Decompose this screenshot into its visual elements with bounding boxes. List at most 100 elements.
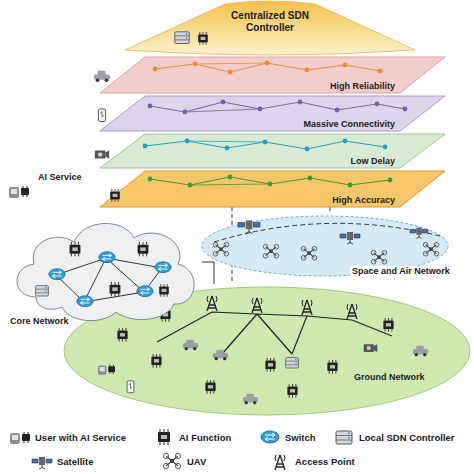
cloud-shape (6, 212, 202, 332)
legend-sample (268, 452, 292, 470)
camera-icon (364, 344, 378, 352)
chip-pin (168, 308, 169, 311)
tower-icon (347, 304, 357, 319)
chip-core (163, 313, 168, 316)
space-node: Space and Air Network (200, 214, 465, 280)
chip-body (265, 361, 275, 370)
uav-rotor (213, 251, 218, 256)
chip-pin (289, 395, 290, 398)
chip-core (208, 385, 213, 388)
switch-body (155, 262, 171, 273)
chip-core (113, 194, 118, 197)
device-body (98, 365, 107, 374)
car-wheel (245, 401, 248, 404)
slice-dot (343, 139, 348, 144)
chip-pin (111, 189, 112, 191)
chip-pin (122, 339, 123, 342)
chip-pin (164, 294, 165, 296)
switch-arrows (141, 288, 150, 295)
server-slots (336, 436, 352, 441)
chip-pin (292, 395, 293, 398)
chip-pin (118, 294, 119, 297)
slice-dot (258, 107, 263, 112)
car-wheel (96, 78, 100, 82)
chip-pin (28, 432, 29, 434)
slice-dot (388, 178, 393, 183)
network-link (330, 207, 331, 214)
chip-icon (138, 242, 149, 256)
car-roof (98, 71, 106, 76)
chip-core (201, 37, 206, 40)
chip-pin (167, 294, 168, 296)
phone-wave (129, 383, 132, 388)
ground-region (64, 287, 470, 415)
legend-sample (152, 428, 176, 446)
slice-dot (403, 107, 408, 112)
chip-pin (153, 365, 154, 368)
chip-pin (156, 354, 157, 357)
legend-label: Access Point (295, 456, 355, 467)
camera-body (95, 151, 106, 159)
chip-body (117, 331, 127, 340)
sdn-icon (36, 286, 49, 296)
chip-body (327, 363, 337, 372)
slice-plane (100, 134, 445, 168)
plane-node: Low Delay (45, 134, 450, 168)
chip-icon (117, 328, 127, 342)
slice-dot (383, 145, 388, 150)
chip-icon (160, 308, 170, 322)
chip-icon (151, 354, 161, 368)
chip-pin (75, 242, 76, 245)
legend-item: Local SDN Controller (332, 428, 455, 446)
chip-pin (119, 339, 120, 342)
uav-rotor (213, 242, 218, 247)
chip-pin (27, 195, 28, 197)
server-led (186, 33, 188, 35)
tower-icon (252, 298, 262, 313)
switch-arrows (53, 271, 62, 278)
chip-pin (111, 294, 112, 297)
chip-pin (78, 242, 79, 245)
slice-plane (100, 171, 445, 207)
chip-pin (329, 371, 330, 374)
device-body (10, 433, 20, 444)
switch-icon (155, 262, 171, 273)
sat-panel (410, 229, 415, 233)
tower-frame (252, 298, 262, 313)
node-label: Low Delay (350, 156, 395, 166)
chip-pin (207, 391, 208, 394)
server-slots (175, 36, 189, 40)
slice-dot (265, 61, 270, 66)
uav-rotor (263, 244, 268, 249)
slice-dot (268, 182, 273, 187)
sat-panel (238, 223, 245, 227)
chip-pin (295, 384, 296, 387)
uav-rotor (263, 253, 268, 258)
tower-waves (302, 300, 312, 306)
chip-body (198, 34, 208, 42)
sat-panel (253, 223, 260, 227)
chip-icon (159, 284, 169, 297)
chip-pin (332, 371, 333, 374)
chip-pin (146, 254, 147, 257)
uav-body (219, 247, 223, 251)
uav-rotor (163, 453, 168, 458)
node-heading: High Accuracy (332, 195, 395, 205)
chip-body (160, 311, 170, 320)
plane-node: High Reliability (45, 57, 450, 93)
car-roof (186, 340, 194, 344)
sat-icon (238, 220, 260, 233)
node-label: Centralized SDN Controller (222, 10, 318, 33)
sat-panel (46, 459, 52, 463)
user-icon (98, 365, 115, 375)
sat-icon (340, 232, 360, 244)
chip-pin (111, 199, 112, 201)
chip-pin (388, 318, 389, 321)
sdn-icon (336, 431, 352, 444)
slice-dot (221, 100, 226, 105)
tower-waves (347, 304, 357, 310)
chip-pin (391, 318, 392, 321)
chip-pin (213, 380, 214, 383)
chip-core (162, 289, 167, 292)
chip-pin (162, 308, 163, 311)
